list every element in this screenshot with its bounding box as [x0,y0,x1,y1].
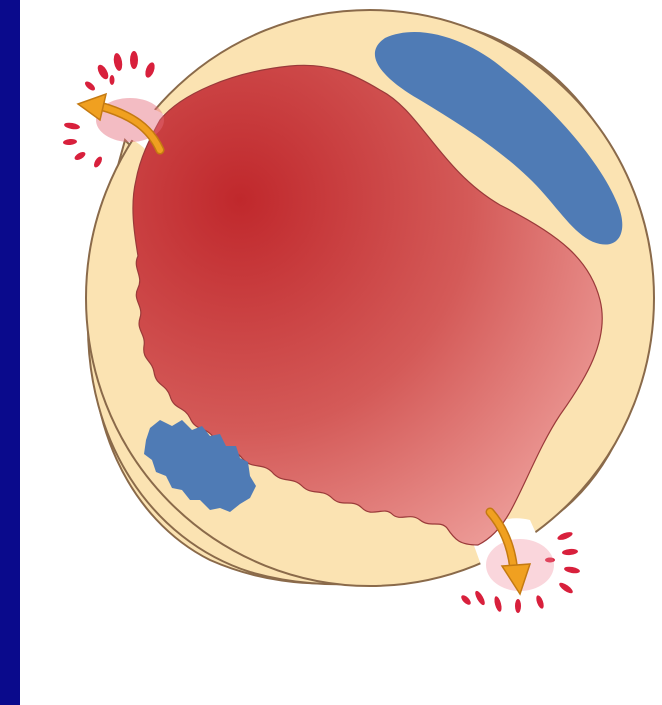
rupture-diagram [0,0,662,705]
